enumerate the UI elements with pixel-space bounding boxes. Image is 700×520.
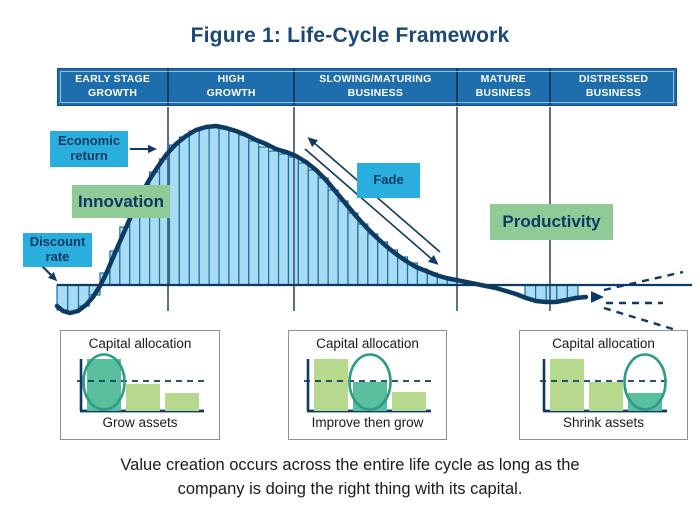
capital-allocation-chart-improve [304,353,431,413]
discount-rate-line1: Discount [29,234,86,250]
panel-caption: Grow assets [102,415,178,430]
footnote-line1: Value creation occurs across the entire … [120,456,580,474]
discount-rate-line2: rate [45,249,70,264]
productivity-label: Productivity [490,204,613,240]
capital-allocation-panel-grow: Capital allocation Grow assets [60,330,220,440]
capital-allocation-chart-grow [76,353,204,413]
discount-rate-label: Discount rate [23,233,92,267]
panel-title: Capital allocation [552,336,655,351]
capital-allocation-chart-shrink [540,353,667,413]
economic-return-line2: return [70,148,108,163]
panel-caption: Improve then grow [311,415,424,430]
figure-title: Figure 1: Life-Cycle Framework [190,24,510,47]
economic-return-line1: Economic [57,133,121,149]
panel-title: Capital allocation [88,336,192,351]
fade-label: Fade [357,163,420,198]
innovation-label: Innovation [72,185,170,218]
economic-return-label: Economic return [50,131,128,167]
capital-allocation-panel-shrink: Capital allocation Shrink assets [519,330,688,440]
figure-footnote: Value creation occurs across the entire … [0,453,700,501]
panel-title: Capital allocation [316,336,419,351]
panel-caption: Shrink assets [562,415,645,430]
capital-allocation-panel-improve: Capital allocation Improve then grow [288,330,447,440]
footnote-line2: company is doing the right thing with it… [177,480,523,498]
